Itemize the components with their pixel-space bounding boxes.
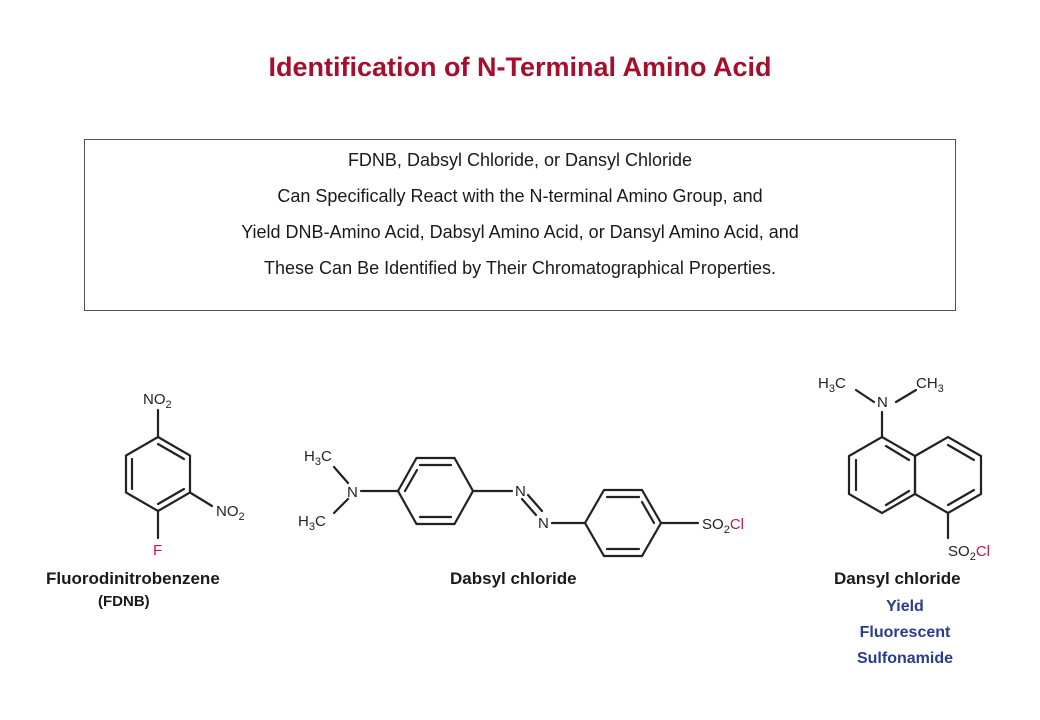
dabsyl-bond (332, 465, 350, 485)
fdnb-abbreviation: (FDNB) (98, 593, 150, 610)
dansyl-bond (894, 388, 918, 404)
dansyl-sulfonyl: SO2Cl (948, 543, 990, 563)
dabsyl-double-bond (640, 500, 656, 525)
dabsyl-bond (332, 497, 350, 515)
fdnb-structure: NO2 NO2 F (124, 391, 245, 559)
note-line: Sulfonamide (856, 650, 953, 667)
dansyl-methyl-right: CH3 (916, 375, 944, 395)
dansyl-note: Yield Fluorescent Sulfonamide (820, 594, 990, 672)
fdnb-nitro-top: NO2 (143, 391, 172, 411)
dansyl-methyl-left: H3C (818, 375, 846, 395)
dansyl-double-bond (946, 488, 976, 507)
info-line: FDNB, Dabsyl Chloride, or Dansyl Chlorid… (347, 150, 693, 170)
dabsyl-ring-2 (583, 488, 663, 558)
note-line: Fluorescent (859, 624, 951, 641)
dabsyl-azo-n1: N (515, 483, 526, 500)
dansyl-ring-right (913, 435, 983, 515)
dansyl-amine-n: N (877, 394, 888, 411)
dabsyl-sulfonyl: SO2Cl (702, 516, 744, 536)
dabsyl-structure: H3C H3C N N N SO2Cl (298, 448, 744, 558)
dabsyl-double-bond (403, 468, 419, 493)
dabsyl-azo-n2: N (538, 515, 549, 532)
dansyl-ring-left (847, 435, 917, 515)
info-line: These Can Be Identified by Their Chromat… (264, 258, 776, 278)
dabsyl-ring-1 (396, 456, 475, 526)
fdnb-double-bond (156, 442, 186, 461)
dansyl-double-bond (884, 444, 911, 462)
dabsyl-methyl-bottom: H3C (298, 513, 326, 533)
note-line: Yield (886, 598, 924, 615)
fdnb-ring (124, 435, 192, 513)
dansyl-double-bond (946, 443, 976, 462)
fdnb-nitro-right: NO2 (216, 503, 245, 523)
dabsyl-azo-bond (520, 497, 538, 517)
dansyl-name: Dansyl chloride (834, 569, 961, 588)
dansyl-bond (854, 388, 876, 404)
dabsyl-azo-bond (526, 493, 544, 513)
fdnb-double-bond (156, 487, 186, 506)
dabsyl-methyl-top: H3C (304, 448, 332, 468)
info-line: Can Specifically React with the N-termin… (277, 186, 763, 206)
dansyl-double-bond (884, 489, 911, 507)
dabsyl-name: Dabsyl chloride (450, 569, 577, 588)
fdnb-fluorine: F (153, 542, 162, 559)
dabsyl-amine-n: N (347, 484, 358, 501)
info-line: Yield DNB-Amino Acid, Dabsyl Amino Acid,… (241, 222, 799, 242)
slide-title: Identification of N-Terminal Amino Acid (268, 52, 772, 82)
dansyl-structure: H3C CH3 N SO2Cl (818, 375, 990, 563)
fdnb-bond-right (188, 491, 214, 508)
info-box: FDNB, Dabsyl Chloride, or Dansyl Chlorid… (84, 139, 956, 311)
fdnb-name: Fluorodinitrobenzene (46, 569, 220, 588)
